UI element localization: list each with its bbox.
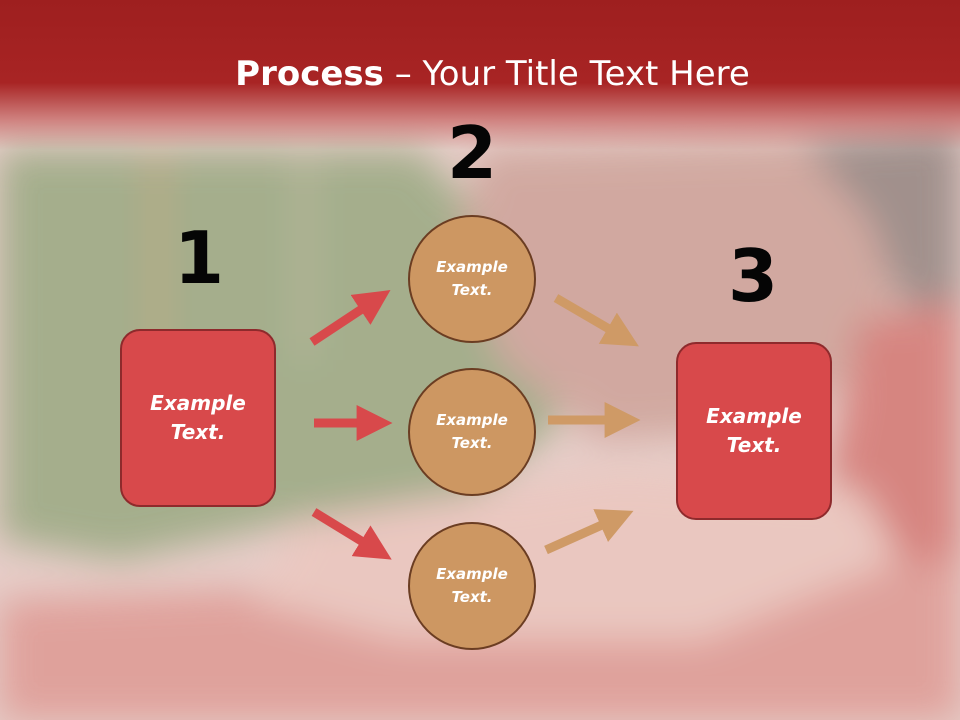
step-2-circle-top: Example Text. (408, 215, 536, 343)
step-3-box: Example Text. (676, 342, 832, 520)
arrow-to-circle-bottom (311, 508, 392, 560)
circle-middle-text: Example Text. (436, 411, 508, 452)
title-banner (0, 0, 960, 150)
arrow-from-circle-top (553, 294, 639, 347)
arrow-to-circle-top (309, 290, 391, 346)
step-2-circle-middle: Example Text. (408, 368, 536, 496)
circle-bottom-text: Example Text. (436, 565, 508, 606)
arrow-from-circle-bottom (544, 509, 634, 555)
step-number-3: 3 (727, 234, 779, 318)
title-rest: Your Title Text Here (422, 54, 750, 94)
circle-top-text: Example Text. (436, 258, 508, 299)
step-1-box: Example Text. (120, 329, 276, 507)
step-1-text: Example Text. (150, 391, 246, 444)
step-3-text: Example Text. (706, 404, 802, 457)
step-number-1: 1 (173, 216, 225, 300)
title-separator: – (383, 54, 423, 94)
page-title: Process – Your Title Text Here (0, 52, 960, 96)
step-number-2: 2 (446, 111, 498, 195)
step-2-circle-bottom: Example Text. (408, 522, 536, 650)
title-bold: Process (235, 54, 384, 94)
